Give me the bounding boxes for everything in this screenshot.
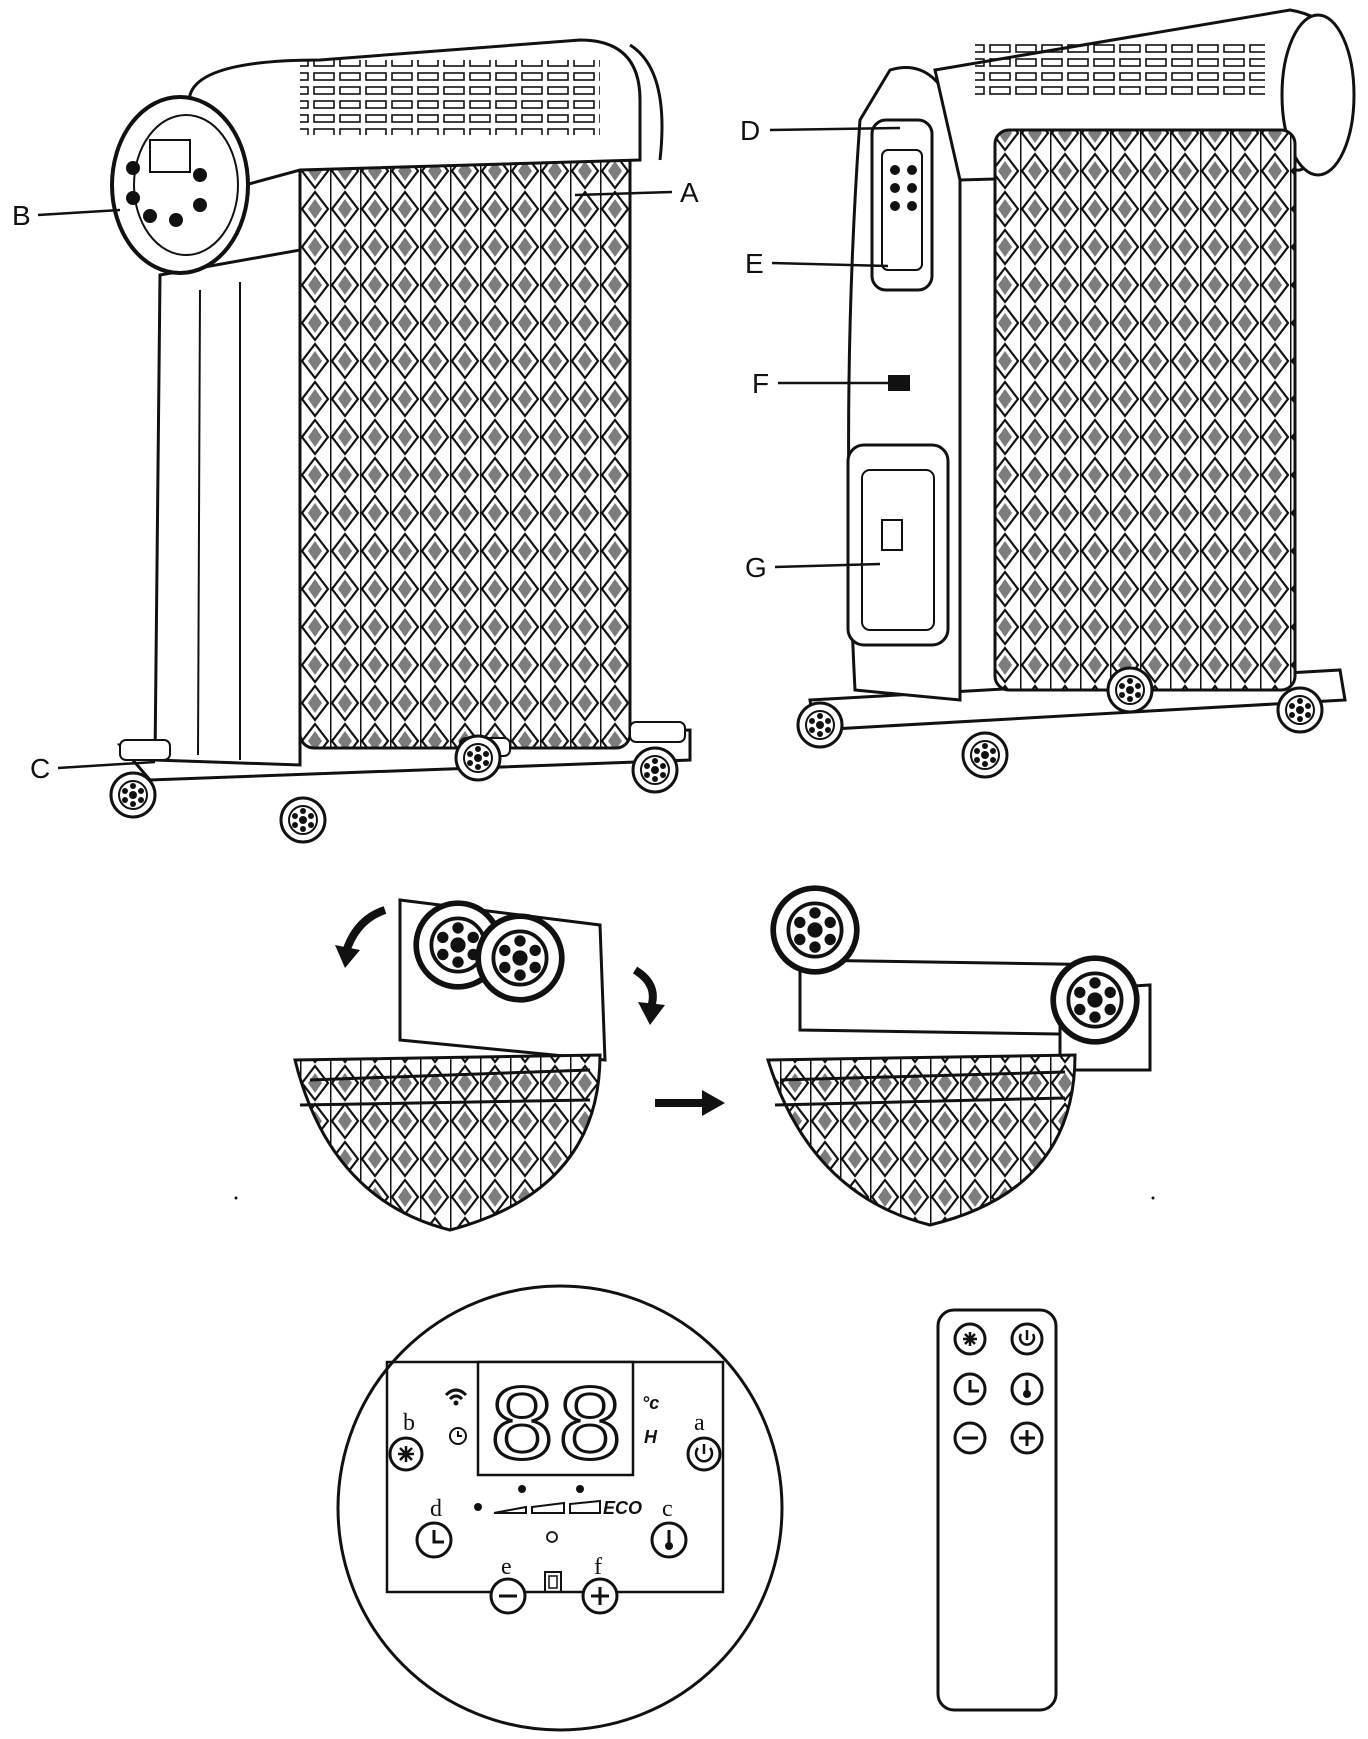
button-label-e: e	[501, 1554, 512, 1580]
wheel-front-left	[109, 771, 157, 819]
callout-e: E	[745, 248, 764, 279]
clock-icon	[432, 1530, 444, 1544]
minus-button[interactable]: e	[489, 1554, 527, 1615]
remote-power-button[interactable]	[1010, 1322, 1044, 1356]
power-icon	[1018, 1330, 1036, 1346]
eco-label: ECO	[603, 1498, 642, 1518]
wheel-front-right	[631, 746, 679, 794]
callout-f: F	[752, 368, 769, 399]
plus-button[interactable]: f	[581, 1554, 619, 1615]
unit-celsius: °c	[642, 1393, 659, 1413]
callout-d: D	[740, 115, 760, 146]
wheel-rear-back	[1106, 666, 1154, 714]
button-label-d: d	[430, 1496, 442, 1522]
power-level-bars	[474, 1485, 601, 1514]
unit-hours: H	[644, 1427, 658, 1447]
wheel-rear-left	[796, 701, 844, 749]
wheel-rear-mid	[961, 731, 1009, 779]
wheel-rear-center	[454, 734, 502, 782]
callout-c: C	[30, 753, 50, 784]
thermometer-icon	[665, 1530, 673, 1550]
timer-indicator-icon	[449, 1427, 467, 1445]
plus-icon	[591, 1587, 609, 1605]
callout-a: A	[680, 177, 699, 208]
temperature-button[interactable]: c	[650, 1496, 688, 1559]
heater-rear-view	[796, 8, 1356, 779]
control-panel-detail: 88 °c H ECO	[336, 1284, 784, 1732]
wheel-fold-before	[293, 898, 665, 1232]
button-label-c: c	[662, 1496, 673, 1522]
remote-control	[936, 1308, 1058, 1712]
fan-icon	[398, 1446, 414, 1462]
clock-icon	[968, 1380, 979, 1393]
remote-plus-button[interactable]	[1010, 1421, 1044, 1455]
button-label-a: a	[694, 1410, 705, 1436]
fan-button[interactable]: b	[388, 1410, 424, 1472]
temperature-display	[476, 1360, 635, 1477]
wheel-front-center	[279, 796, 327, 844]
timer-button[interactable]: d	[415, 1496, 453, 1559]
wheel-rear-right	[1276, 686, 1324, 734]
heater-front-view	[109, 38, 692, 844]
callouts: A B C D E F G	[12, 115, 901, 784]
callout-b: B	[12, 200, 31, 231]
remote-fan-button[interactable]	[953, 1322, 987, 1356]
callout-g: G	[745, 552, 767, 583]
lock-icon	[544, 1571, 562, 1593]
plus-icon	[1019, 1430, 1035, 1446]
front-control-panel	[110, 95, 250, 275]
power-button[interactable]: a	[686, 1410, 722, 1472]
thermometer-icon	[1023, 1380, 1031, 1398]
wheel-fold-after	[765, 888, 1152, 1227]
display-digits: 88	[488, 1369, 624, 1481]
wifi-icon	[444, 1388, 468, 1406]
fan-icon	[963, 1332, 977, 1346]
remote-minus-button[interactable]	[953, 1421, 987, 1455]
power-icon	[694, 1444, 714, 1463]
remote-temperature-button[interactable]	[1010, 1372, 1044, 1406]
fold-arrow	[655, 1090, 725, 1116]
button-label-b: b	[403, 1410, 415, 1436]
button-label-f: f	[594, 1554, 602, 1580]
remote-timer-button[interactable]	[953, 1372, 987, 1406]
